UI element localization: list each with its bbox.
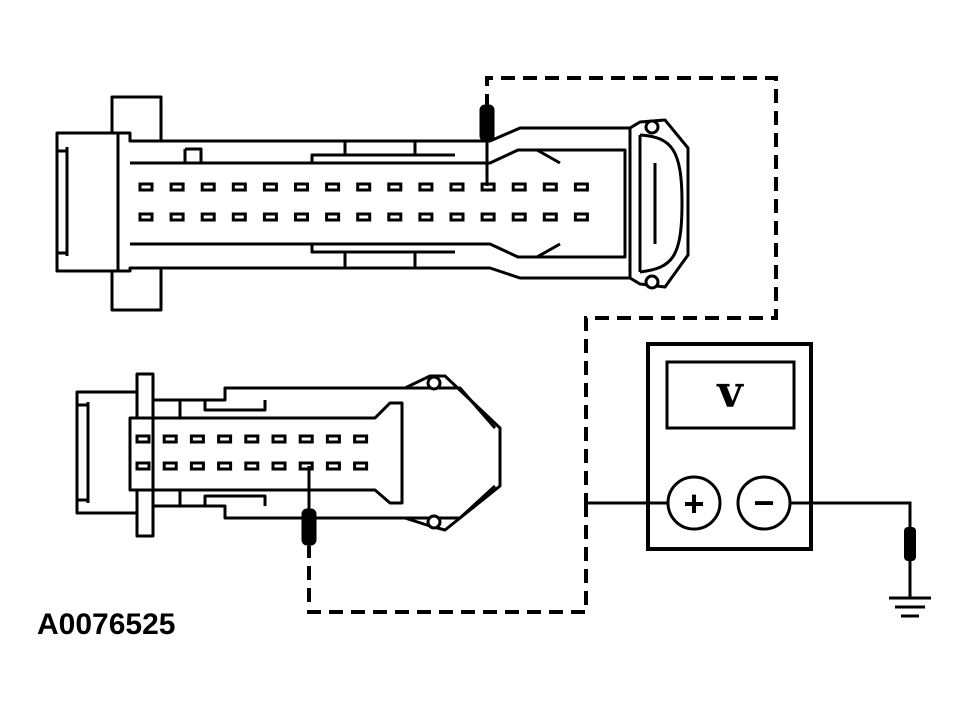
pin-socket-icon [480, 212, 496, 222]
pin-socket-icon [387, 212, 403, 222]
positive-terminal-label: + [683, 483, 704, 524]
pin-socket-icon [138, 212, 154, 222]
large-connector-pin-rows [138, 182, 589, 222]
pin-socket-icon [418, 182, 434, 192]
pin-socket-icon [217, 461, 233, 471]
pin-socket-icon [542, 182, 558, 192]
pin-socket-icon [231, 182, 247, 192]
pin-socket-icon [325, 182, 341, 192]
pin-socket-icon [298, 461, 314, 471]
pin-socket-icon [449, 212, 465, 222]
small-connector-latch [75, 390, 139, 515]
pin-socket-icon [573, 212, 589, 222]
pin-socket-icon [356, 212, 372, 222]
test-probe-icon [479, 104, 495, 186]
small-connector-screw-hole [426, 375, 442, 391]
pin-socket-icon [511, 182, 527, 192]
ground-lead [790, 501, 912, 598]
pin-socket-icon [189, 434, 205, 444]
pin-socket-icon [135, 434, 151, 444]
pin-socket-icon [573, 182, 589, 192]
pin-socket-icon [353, 461, 369, 471]
pin-socket-icon [138, 182, 154, 192]
pin-socket-icon [353, 434, 369, 444]
pin-socket-icon [542, 212, 558, 222]
pin-socket-icon [294, 182, 309, 192]
pin-socket-icon [298, 434, 314, 444]
pin-socket-icon [271, 461, 287, 471]
pin-socket-icon [200, 212, 216, 222]
large-connector [55, 95, 690, 312]
pin-socket-icon [294, 212, 309, 222]
pin-socket-icon [135, 461, 151, 471]
pin-socket-icon [325, 434, 341, 444]
pin-socket-icon [325, 461, 341, 471]
pin-socket-icon [262, 212, 278, 222]
ground-symbol-icon [889, 596, 931, 618]
small-connector [75, 372, 502, 538]
pin-socket-icon [169, 182, 185, 192]
negative-terminal-label: − [753, 482, 774, 523]
pin-socket-icon [418, 212, 434, 222]
pin-socket-icon [200, 182, 216, 192]
large-connector-screw-hole [644, 119, 660, 135]
voltmeter-display-symbol: v [716, 367, 744, 418]
pin-socket-icon [244, 434, 260, 444]
pin-socket-icon [231, 212, 247, 222]
test-lead-upper [485, 76, 778, 503]
pin-socket-icon [356, 182, 372, 192]
large-connector-body [116, 118, 690, 289]
large-connector-screw-hole [644, 274, 660, 290]
pin-socket-icon [189, 461, 205, 471]
pin-socket-icon [325, 212, 341, 222]
pin-socket-icon [271, 434, 287, 444]
test-probe-icon [904, 527, 916, 561]
voltmeter: v + − [646, 342, 813, 551]
test-lead-lower [307, 503, 588, 614]
voltmeter-display [665, 360, 796, 430]
pin-socket-icon [169, 212, 185, 222]
pin-socket-icon [217, 434, 233, 444]
test-lead-dashed [307, 76, 778, 614]
pin-socket-icon [162, 434, 178, 444]
pin-socket-icon [244, 461, 260, 471]
pin-socket-icon [387, 182, 403, 192]
small-connector-screw-hole [426, 514, 442, 530]
pin-socket-icon [262, 182, 278, 192]
pin-socket-icon [449, 182, 465, 192]
small-connector-pin-rows [135, 434, 369, 471]
pin-socket-icon [511, 212, 527, 222]
pin-socket-icon [162, 461, 178, 471]
test-probe-icon [301, 466, 317, 546]
figure-id: A0076525 [37, 608, 175, 641]
